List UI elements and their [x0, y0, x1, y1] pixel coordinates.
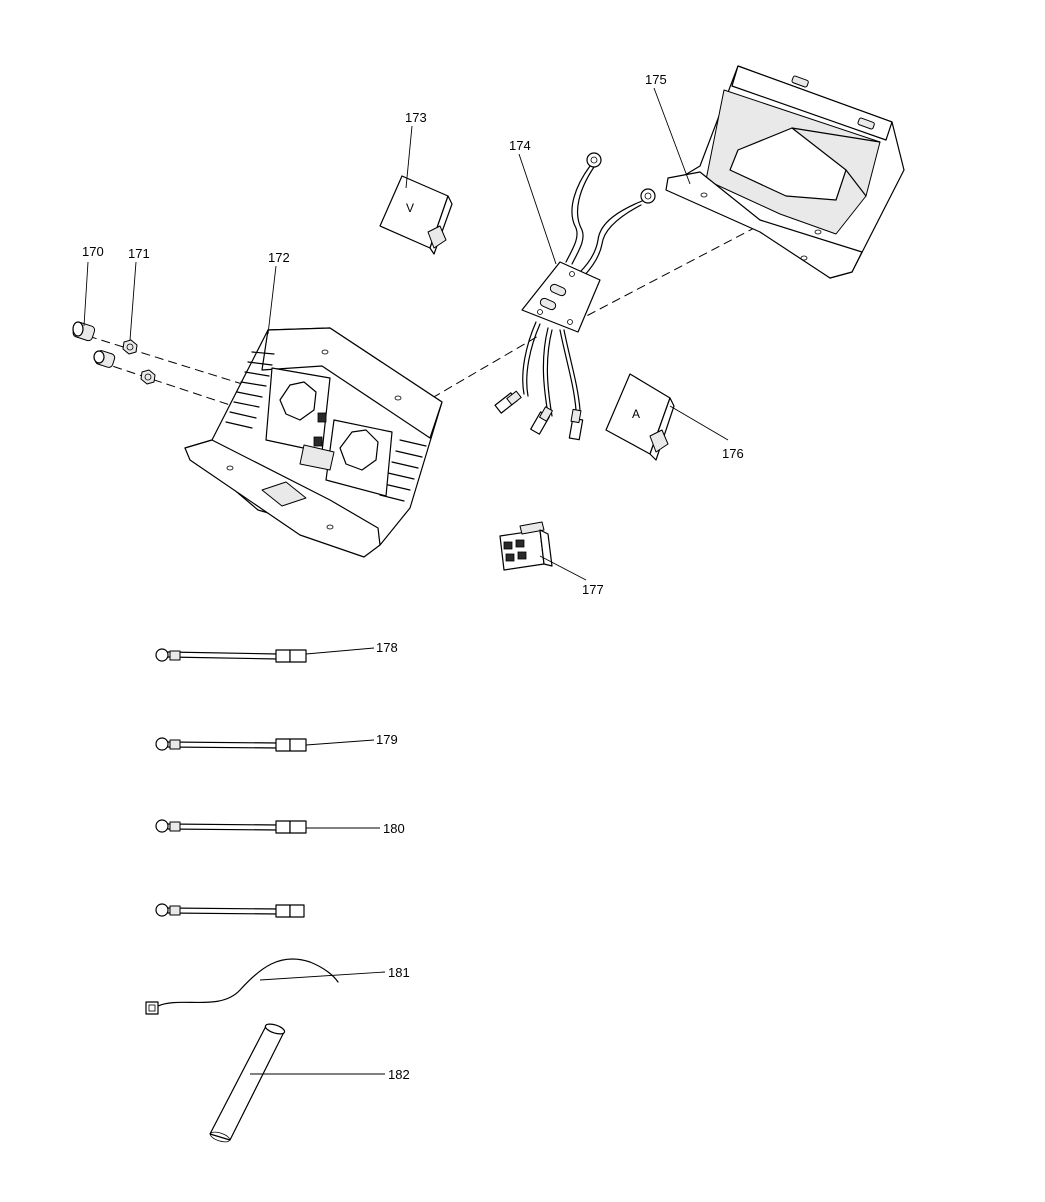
- wire-harness-174: [494, 152, 656, 441]
- knob-170: [72, 321, 116, 368]
- part-label-182: 182: [388, 1067, 410, 1082]
- nut-171: [122, 339, 156, 385]
- part-label-180: 180: [383, 821, 405, 836]
- part-label-170: 170: [82, 244, 104, 259]
- voltmeter-cap-173: V: [379, 175, 453, 255]
- cable-180: [155, 819, 307, 834]
- sensor-wire-181: [145, 958, 339, 1015]
- part-label-174: 174: [509, 138, 531, 153]
- part-label-172: 172: [268, 250, 290, 265]
- part-number-labels: 170 171 172 173 174 175 176 177 178 179 …: [82, 72, 744, 1082]
- left-vent-slots: [225, 351, 275, 429]
- cable-178: [155, 648, 307, 663]
- part-label-178: 178: [376, 640, 398, 655]
- part-label-175: 175: [645, 72, 667, 87]
- harness-connectors: [494, 390, 584, 441]
- part-label-171: 171: [128, 246, 150, 261]
- voltmeter-letter: V: [406, 201, 414, 215]
- tube-182: [209, 1023, 286, 1143]
- leader-lines: [83, 87, 729, 1075]
- meter-panel-172: [184, 327, 443, 558]
- part-label-173: 173: [405, 110, 427, 125]
- housing-175: [665, 65, 905, 279]
- part-label-181: 181: [388, 965, 410, 980]
- ammeter-letter: A: [632, 407, 640, 421]
- connector-block-177: [499, 521, 553, 571]
- part-label-176: 176: [722, 446, 744, 461]
- cable-179: [155, 737, 307, 752]
- cable-unlabeled: [155, 903, 305, 918]
- assembly-dashed-lines: [87, 224, 761, 406]
- part-label-179: 179: [376, 732, 398, 747]
- part-label-177: 177: [582, 582, 604, 597]
- ammeter-cap-176: A: [605, 373, 675, 461]
